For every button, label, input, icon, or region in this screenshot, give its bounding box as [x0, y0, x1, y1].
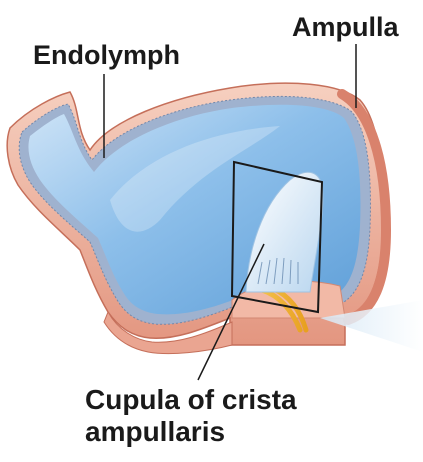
endolymph-label: Endolymph — [33, 40, 180, 71]
cupula-label: Cupula of crista ampullaris — [85, 384, 297, 448]
cupula-label-line1: Cupula of crista — [85, 384, 297, 416]
ampulla-label: Ampulla — [292, 12, 399, 43]
cupula-label-line2: ampullaris — [85, 416, 297, 448]
